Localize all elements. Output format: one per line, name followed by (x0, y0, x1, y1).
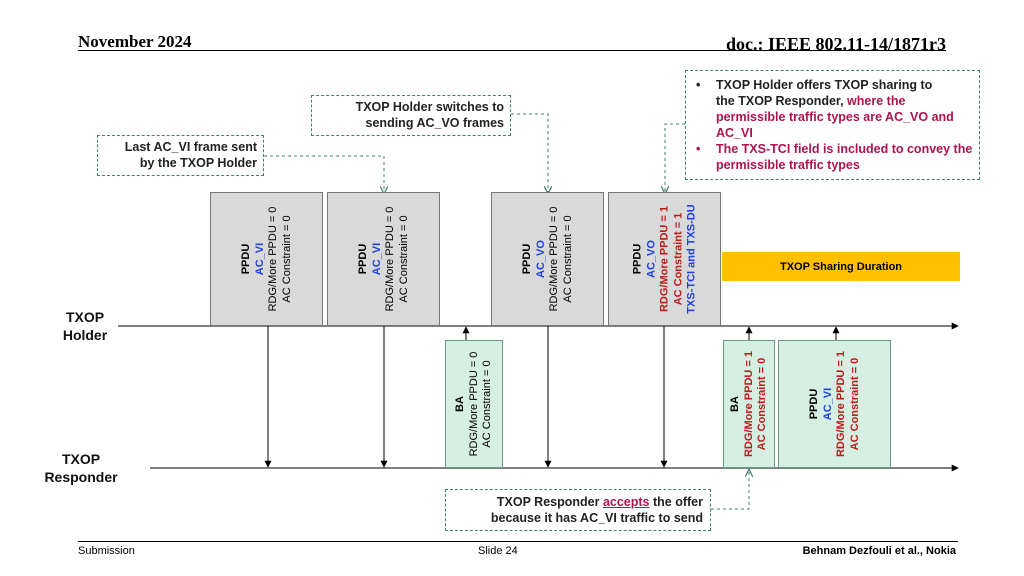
footer-slide-number: Slide 24 (478, 545, 518, 557)
frame-2-ac: AC_VI (370, 242, 382, 276)
footer-authors: Behnam Dezfouli et al., Nokia (802, 545, 956, 557)
header-rule (78, 50, 946, 51)
responder-frame-rdg: RDG/More PPDU = 1 (834, 350, 847, 458)
frame-4-rdg: RDG/More PPDU = 1 (657, 205, 670, 313)
frame-4-type: PPDU (630, 243, 643, 275)
ba-2-rdg: RDG/More PPDU = 1 (742, 350, 755, 458)
frame-ppdu-vi-2: PPDU AC_VI RDG/More PPDU = 0 AC Constrai… (327, 192, 440, 326)
offer-bullet-1-text-cont: the TXOP Responder, (716, 94, 844, 108)
callout-last-vi-line2: by the TXOP Holder (139, 156, 257, 170)
frame-ppdu-vi-1: PPDU AC_VI RDG/More PPDU = 0 AC Constrai… (210, 192, 323, 326)
frame-1-rdg: RDG/More PPDU = 0 (266, 206, 279, 312)
ba-2-type: BA (728, 396, 741, 412)
frame-1-constraint: AC Constraint = 0 (280, 215, 292, 303)
footer-rule (78, 541, 958, 542)
frame-2-constraint: AC Constraint = 0 (397, 215, 409, 303)
connector-offer (665, 123, 685, 193)
callout-last-vi: Last AC_VI frame sent by the TXOP Holder (97, 135, 264, 176)
offer-bullet-1-highlight: where the permissible traffic types are … (716, 94, 954, 140)
frame-ba-1: BA RDG/More PPDU = 0 AC Constraint = 0 (445, 340, 503, 468)
ba-1-constraint: AC Constraint = 0 (480, 360, 493, 448)
frame-2-type: PPDU (356, 243, 369, 275)
callout-last-vi-line1: Last AC_VI frame sent (124, 140, 257, 154)
ba-1-rdg: RDG/More PPDU = 0 (467, 351, 480, 457)
responder-frame-constraint: AC Constraint = 0 (848, 357, 860, 451)
frame-3-ac: AC_VO (534, 240, 546, 278)
accept-post: the offer (649, 495, 703, 509)
frame-4-ac: AC_VO (644, 240, 657, 278)
lane-responder-line2: Responder (44, 469, 118, 485)
connector-last-vi (264, 155, 384, 193)
header-doc-id: doc.: IEEE 802.11-14/1871r3 (725, 34, 946, 54)
offer-bullet-1-text: TXOP Holder offers TXOP sharing to (716, 78, 933, 92)
connector-accept (711, 470, 749, 510)
responder-frame-ac: AC_VI (821, 387, 833, 421)
ba-1-type: BA (453, 396, 466, 412)
lane-holder-line1: TXOP (65, 309, 105, 325)
frame-ppdu-vi-responder: PPDU AC_VI RDG/More PPDU = 1 AC Constrai… (778, 340, 891, 468)
lane-label-responder: TXOP Responder (40, 450, 122, 486)
txop-sharing-duration-label: TXOP Sharing Duration (779, 260, 903, 273)
callout-switch-vo-line2: sending AC_VO frames (365, 116, 504, 130)
offer-bullet-2: The TXS-TCI field is included to convey … (690, 141, 975, 173)
connector-switch-vo (511, 113, 548, 193)
frame-3-rdg: RDG/More PPDU = 0 (547, 206, 560, 312)
txop-sharing-duration-bar: TXOP Sharing Duration (722, 252, 960, 281)
offer-bullet-1: TXOP Holder offers TXOP sharing to the T… (690, 77, 975, 141)
header-date: November 2024 (78, 32, 192, 51)
callout-switch-vo-line1: TXOP Holder switches to (355, 100, 504, 114)
lane-label-holder: TXOP Holder (50, 308, 120, 344)
callout-accept-line1: TXOP Responder accepts the offer (446, 494, 703, 510)
callout-accept: TXOP Responder accepts the offer because… (445, 489, 711, 531)
frame-3-type: PPDU (520, 243, 533, 275)
callout-txop-offer: TXOP Holder offers TXOP sharing to the T… (685, 70, 980, 180)
frame-ba-2: BA RDG/More PPDU = 1 AC Constraint = 0 (723, 340, 775, 468)
frame-4-txs: TXS-TCI and TXS-DU (684, 204, 697, 314)
ba-2-constraint: AC Constraint = 0 (755, 357, 768, 451)
frame-3-constraint: AC Constraint = 0 (561, 215, 573, 303)
offer-bullet-2-text: The TXS-TCI field is included to convey … (716, 142, 973, 172)
frame-4-constraint: AC Constraint = 1 (671, 212, 684, 306)
frame-1-ac: AC_VI (253, 242, 265, 276)
callout-accept-line2: because it has AC_VI traffic to send (490, 511, 703, 525)
callout-switch-vo: TXOP Holder switches to sending AC_VO fr… (311, 95, 511, 136)
responder-frame-type: PPDU (807, 388, 820, 420)
footer-submission: Submission (78, 545, 135, 557)
lane-responder-line1: TXOP (61, 451, 101, 467)
frame-ppdu-vo-2: PPDU AC_VO RDG/More PPDU = 1 AC Constrai… (608, 192, 721, 326)
accepts-word: accepts (602, 495, 650, 509)
accept-pre: TXOP Responder (496, 495, 603, 509)
lane-holder-line2: Holder (62, 327, 108, 343)
frame-ppdu-vo-1: PPDU AC_VO RDG/More PPDU = 0 AC Constrai… (491, 192, 604, 326)
frame-2-rdg: RDG/More PPDU = 0 (383, 206, 396, 312)
frame-1-type: PPDU (239, 243, 252, 275)
